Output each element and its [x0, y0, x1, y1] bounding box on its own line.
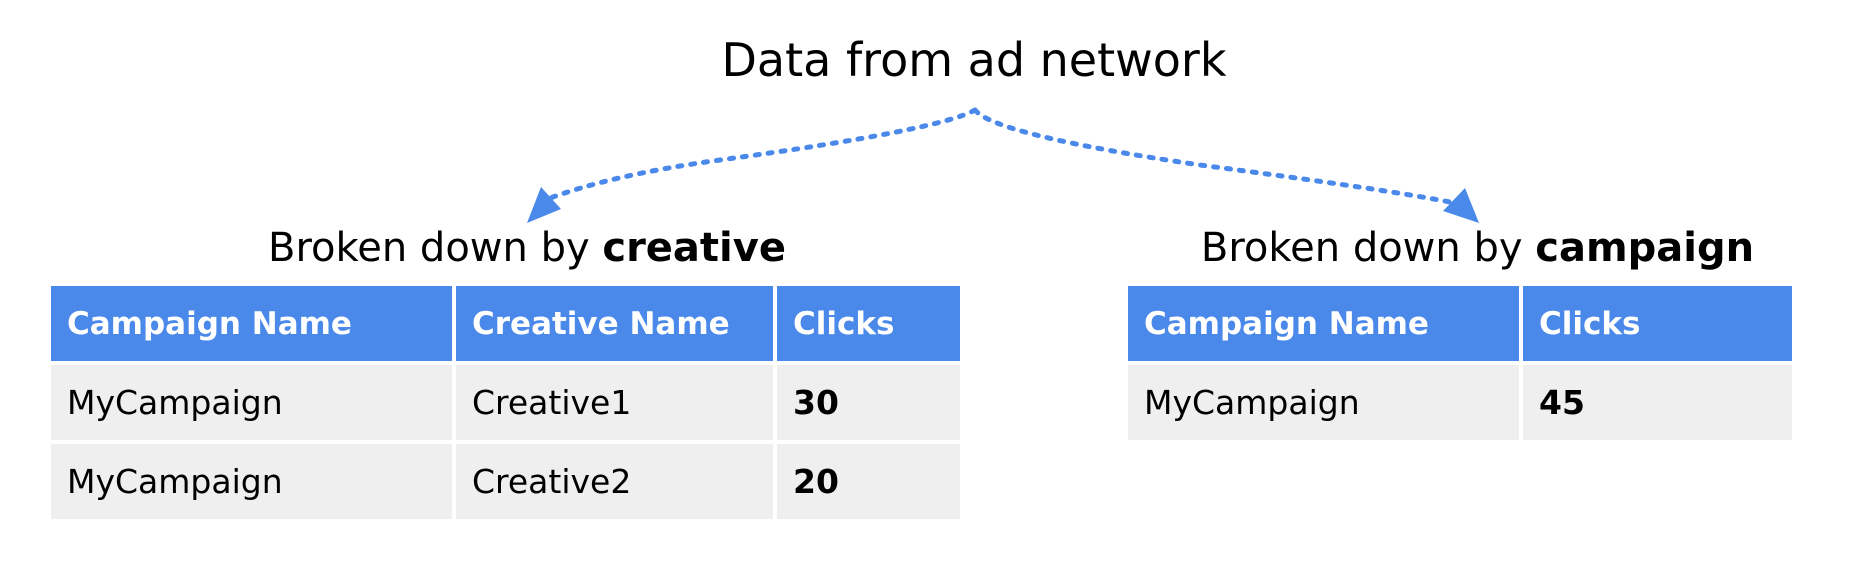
cell-campaign-name: MyCampaign: [1128, 365, 1519, 440]
table-row: MyCampaign Creative2 20: [51, 444, 960, 519]
cell-clicks: 30: [777, 365, 960, 440]
cell-campaign-name: MyCampaign: [51, 365, 452, 440]
header-clicks: Clicks: [1523, 286, 1792, 361]
header-creative-name: Creative Name: [456, 286, 773, 361]
campaign-breakdown-table: Campaign Name Clicks MyCampaign 45: [1124, 282, 1796, 444]
header-campaign-name: Campaign Name: [1128, 286, 1519, 361]
arrow-to-creative: [542, 107, 978, 203]
table-header-row: Campaign Name Clicks: [1128, 286, 1792, 361]
subtitle-bold-word: creative: [602, 225, 786, 271]
arrow-head-right: [1443, 188, 1479, 223]
subtitle-creative: Broken down by creative: [52, 223, 1002, 273]
table-row: MyCampaign 45: [1128, 365, 1792, 440]
header-campaign-name: Campaign Name: [51, 286, 452, 361]
arrow-to-campaign: [972, 107, 1458, 206]
subtitle-prefix: Broken down by: [268, 225, 603, 271]
header-clicks: Clicks: [777, 286, 960, 361]
cell-creative-name: Creative1: [456, 365, 773, 440]
subtitle-prefix: Broken down by: [1200, 225, 1536, 271]
cell-clicks: 45: [1523, 365, 1792, 440]
cell-campaign-name: MyCampaign: [51, 444, 452, 519]
cell-clicks: 20: [777, 444, 960, 519]
cell-creative-name: Creative2: [456, 444, 773, 519]
arrow-head-left: [527, 187, 561, 223]
table-header-row: Campaign Name Creative Name Clicks: [51, 286, 960, 361]
diagram-title: Data from ad network: [721, 33, 1227, 87]
creative-breakdown-table: Campaign Name Creative Name Clicks MyCam…: [47, 282, 964, 523]
subtitle-campaign: Broken down by campaign: [1130, 223, 1825, 273]
table-row: MyCampaign Creative1 30: [51, 365, 960, 440]
subtitle-bold-word: campaign: [1535, 225, 1755, 271]
